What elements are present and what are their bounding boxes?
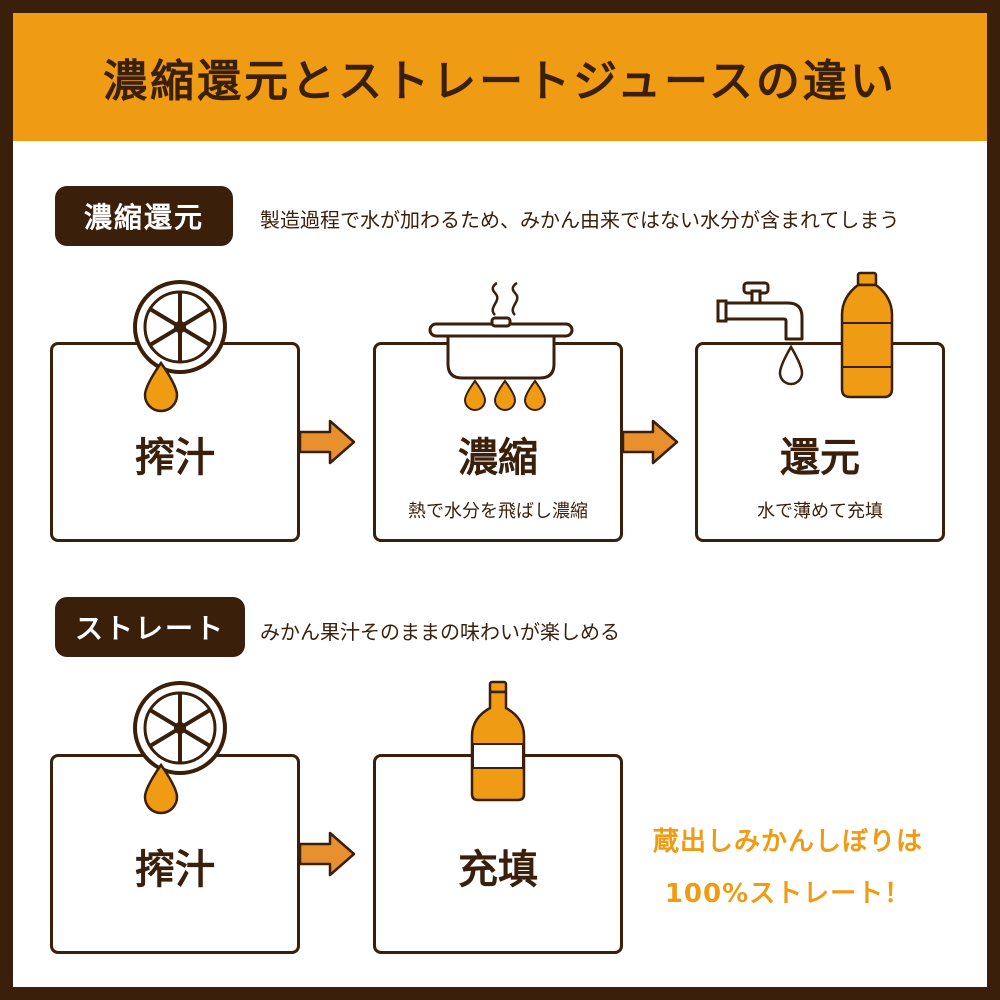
infographic-frame: 濃縮還元とストレートジュースの違い 濃縮還元 製造過程で水が加わるため、みかん由… [13,13,987,987]
step-box-squeeze: 搾汁 [50,342,300,542]
step-box-concentrate: 濃縮 熱で水分を飛ばし濃縮 [373,342,623,542]
step-title: 濃縮 [458,435,538,481]
arrow-right-icon [298,419,356,465]
glass-bottle-icon [470,680,526,802]
juice-drop-icon [143,763,179,815]
water-drop-icon [778,345,804,386]
step-title: 搾汁 [135,435,215,481]
orange-slice-icon [133,280,227,374]
arrow-right-icon [621,419,679,465]
step-subtitle: 熱で水分を飛ばし濃縮 [408,501,588,522]
orange-slice-icon [133,681,227,775]
steam-icon [491,281,519,316]
pot-icon [428,316,574,380]
step-title: 搾汁 [135,847,215,893]
concentrate-description: 製造過程で水が加わるため、みかん由来ではない水分が含まれてしまう [260,208,900,232]
straight-tag: ストレート [55,597,245,657]
concentrate-tag: 濃縮還元 [55,186,233,246]
pet-bottle-icon [840,271,894,399]
straight-description: みかん果汁そのままの味わいが楽しめる [260,620,620,644]
juice-drop-icon [143,361,179,413]
step-title: 還元 [780,435,860,481]
promo-line-1: 蔵出しみかんしぼりは [652,827,923,857]
promo-text: 蔵出しみかんしぼりは 100%ストレート！ [623,816,953,920]
promo-line-2: 100%ストレート！ [664,879,912,909]
arrow-right-icon [298,831,356,877]
header-banner: 濃縮還元とストレートジュースの違い [13,13,987,141]
faucet-icon [716,281,804,341]
page-title: 濃縮還元とストレートジュースの違い [103,56,897,107]
step-title: 充填 [458,847,538,893]
step-box-reconstitute: 還元 水で薄めて充填 [695,342,945,542]
step-subtitle: 水で薄めて充填 [757,501,883,522]
flame-drop-icon [463,379,547,411]
